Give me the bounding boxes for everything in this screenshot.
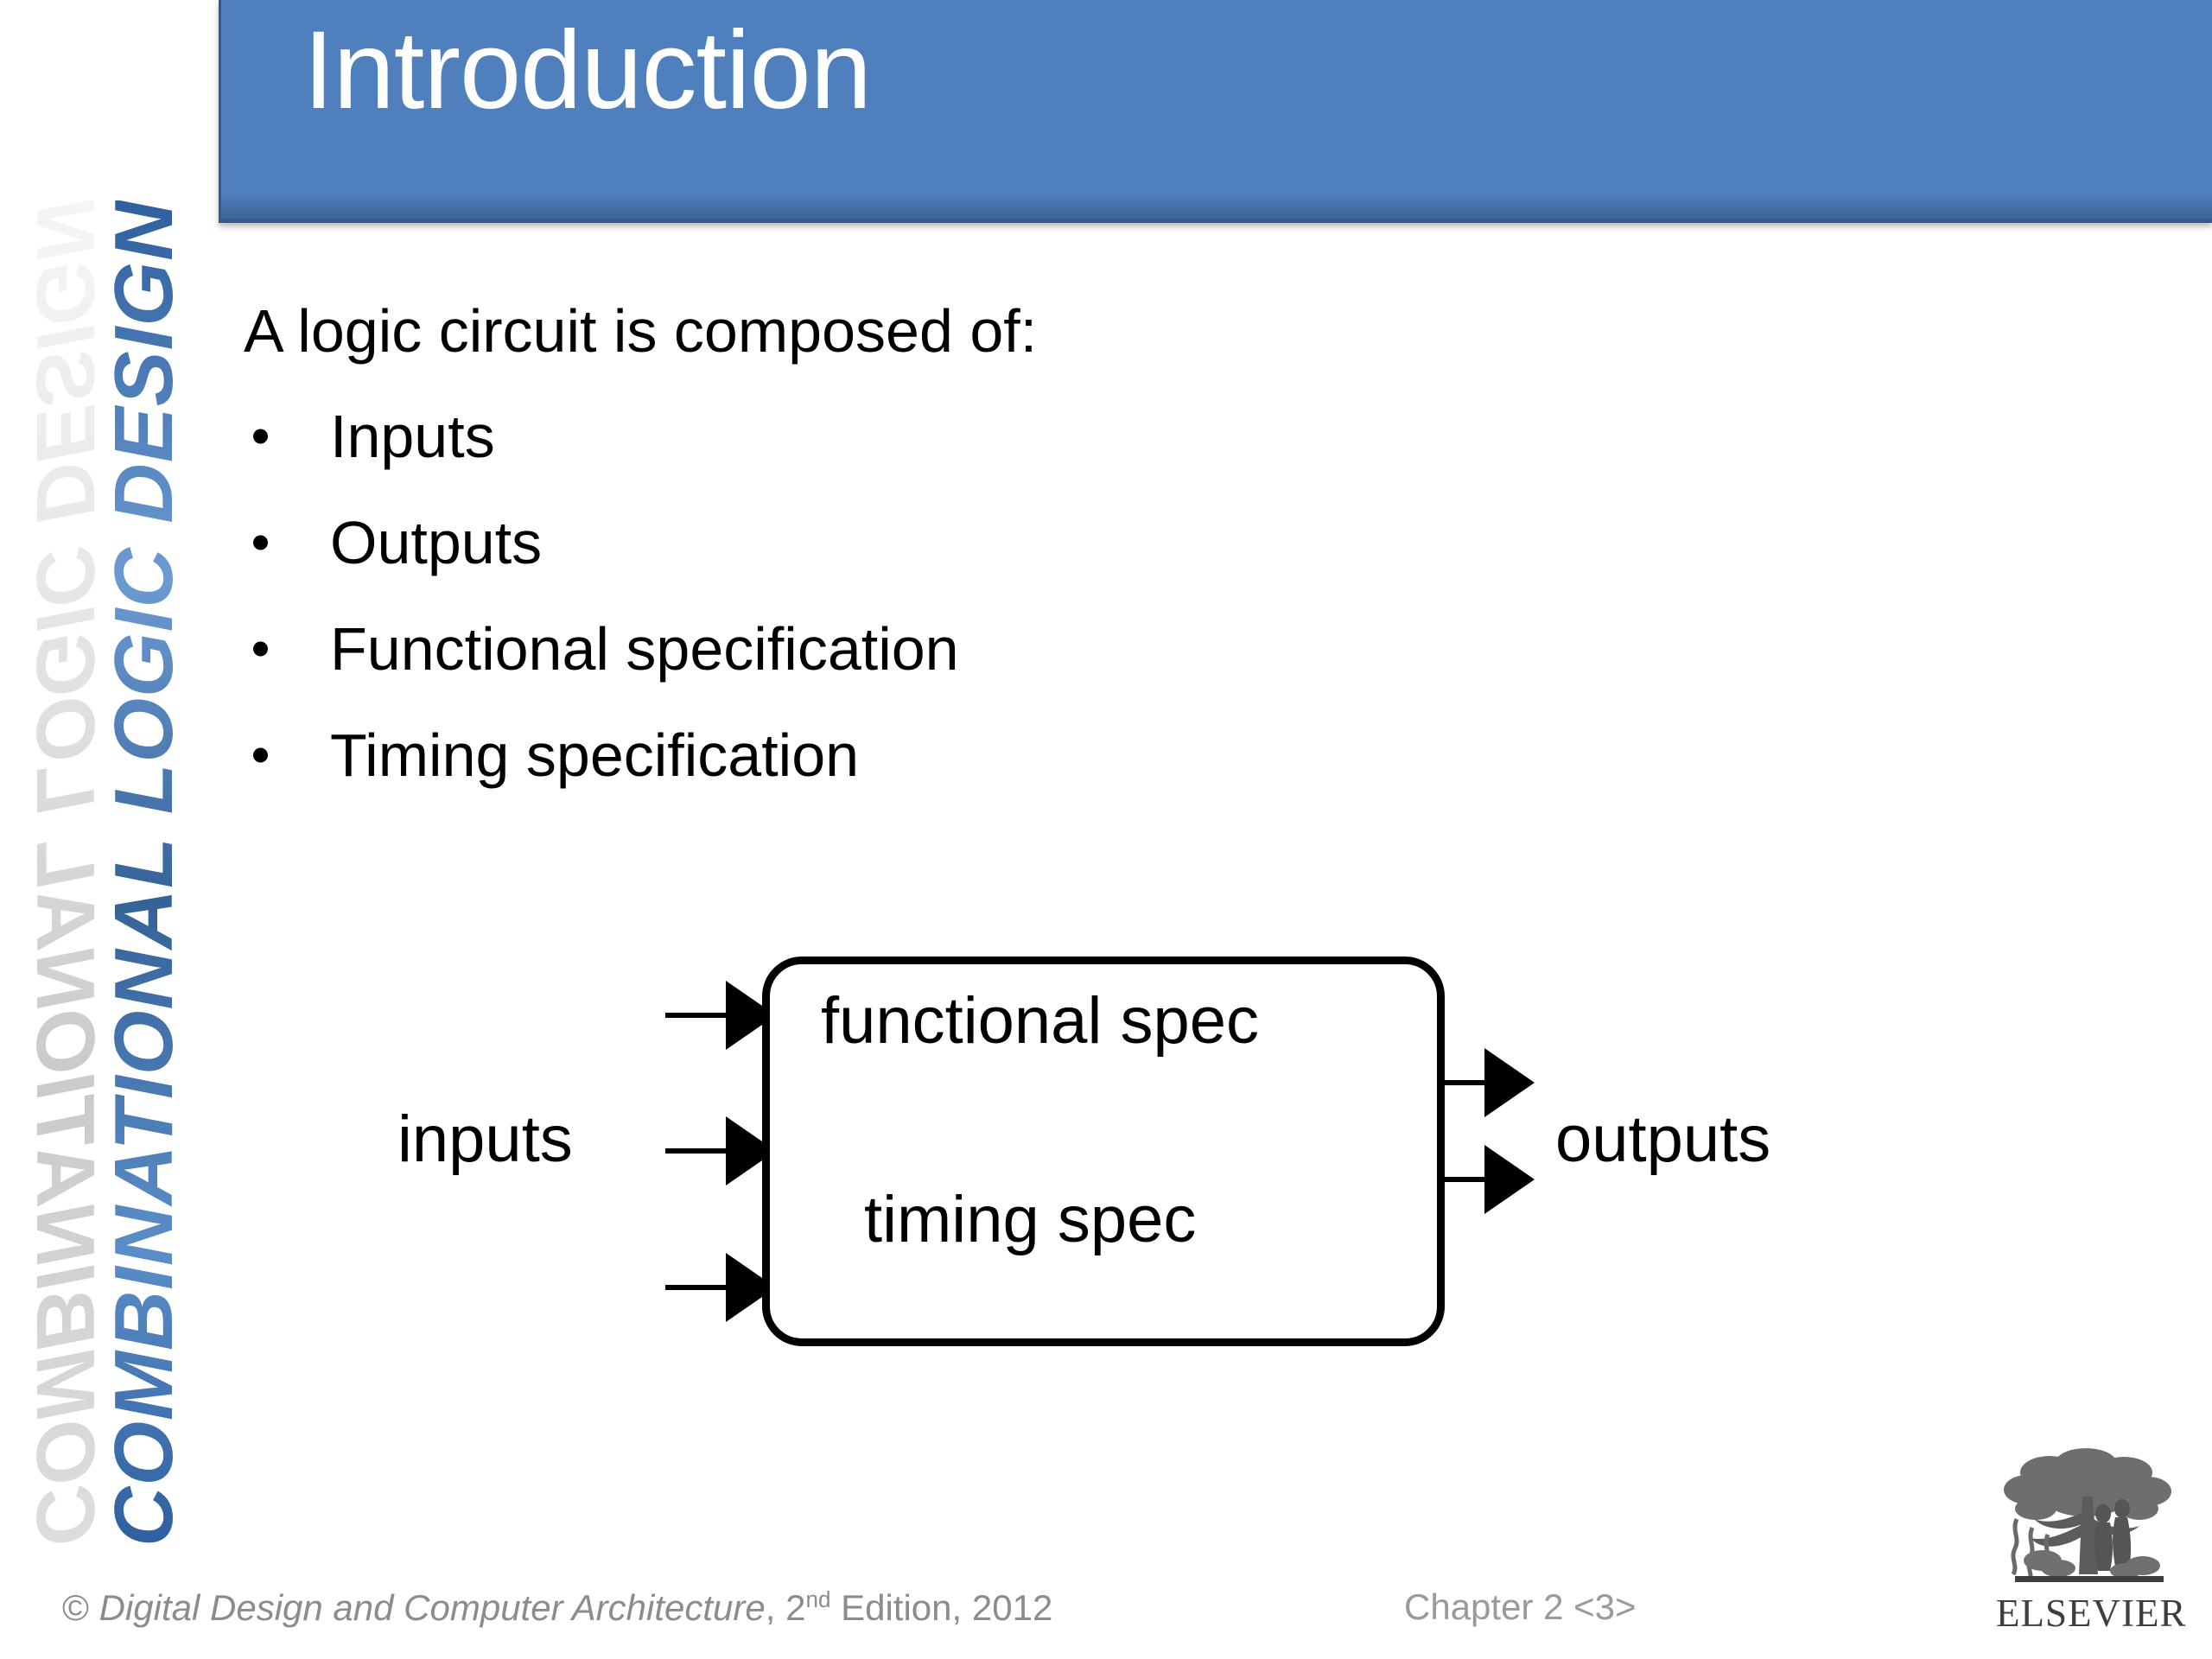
functional-spec-label: functional spec (821, 984, 1259, 1058)
input-arrow-3 (665, 1253, 776, 1322)
elsevier-logo: ELSEVIER (1996, 1445, 2187, 1635)
intro-line: A logic circuit is composed of: (244, 297, 1038, 365)
slide-body: A logic circuit is composed of: Inputs O… (244, 301, 1713, 831)
inputs-label: inputs (397, 1103, 573, 1176)
spec-box (762, 957, 1445, 1346)
list-item: Inputs (244, 406, 1713, 467)
footer-edition-suffix: Edition, 2012 (830, 1587, 1053, 1628)
list-item: Functional specification (244, 619, 1713, 679)
side-banner-text: COMBINATIONAL LOGIC DESIGN (98, 200, 190, 1547)
bullet-dot-icon (253, 641, 268, 657)
circuit-block-diagram: functional spec timing spec inputs outpu… (363, 933, 1832, 1400)
output-arrow-2 (1445, 1145, 1535, 1214)
bullet-dot-icon (253, 535, 268, 550)
outputs-label: outputs (1555, 1103, 1771, 1176)
footer-edition-superscript: nd (805, 1586, 831, 1612)
elsevier-wordmark: ELSEVIER (1996, 1592, 2187, 1635)
list-item-label: Timing specification (330, 721, 860, 789)
footer-chapter-number: Chapter 2 <3> (1404, 1586, 1637, 1627)
footer-copyright: © Digital Design and Computer Architectu… (62, 1586, 1052, 1629)
list-item-label: Outputs (330, 509, 543, 576)
bullet-dot-icon (253, 747, 268, 763)
bullet-list: Inputs Outputs Functional specification … (244, 406, 1713, 785)
list-item-label: Inputs (330, 403, 495, 470)
input-arrow-1 (665, 981, 776, 1050)
input-arrow-2 (665, 1116, 776, 1185)
side-banner: COMBINATIONAL LOGIC DESIGN COMBINATIONAL… (0, 0, 216, 1659)
list-item: Outputs (244, 512, 1713, 573)
footer-work-title: Digital Design and Computer Architecture (99, 1587, 766, 1628)
timing-spec-label: timing spec (864, 1183, 1197, 1256)
list-item-label: Functional specification (330, 615, 959, 683)
page-title: Introduction (303, 9, 872, 132)
elsevier-tree-icon (2004, 1448, 2171, 1583)
slide-title-bar: Introduction (219, 0, 2212, 223)
footer-edition-prefix: , 2 (765, 1587, 806, 1628)
diagram-arrows (665, 981, 1535, 1322)
bullet-dot-icon (253, 429, 268, 444)
copyright-symbol: © (62, 1587, 99, 1628)
output-arrow-1 (1445, 1048, 1535, 1117)
list-item: Timing specification (244, 725, 1713, 785)
